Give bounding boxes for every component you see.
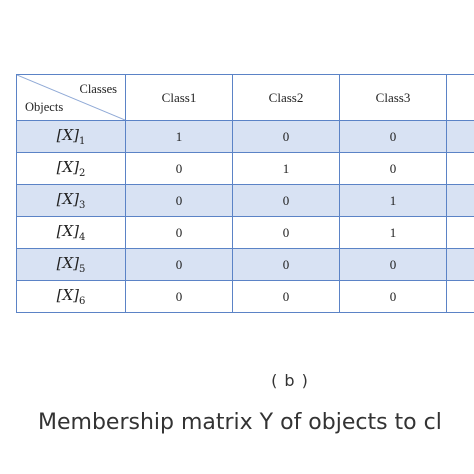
table-header-row: Classes Objects Class1 Class2 Class3 xyxy=(16,74,474,121)
table-cell: 1 xyxy=(339,216,447,249)
table-cell: 0 xyxy=(339,152,447,185)
table-cell xyxy=(446,216,474,249)
column-header-class1: Class1 xyxy=(125,74,233,121)
table-cell: 0 xyxy=(339,120,447,153)
table-cell: 0 xyxy=(232,248,340,281)
table-cell: 0 xyxy=(232,120,340,153)
membership-table: Classes Objects Class1 Class2 Class3 [X]… xyxy=(16,74,474,313)
table-cell: 0 xyxy=(125,216,233,249)
table-row: [X]3 0 0 1 xyxy=(16,184,474,217)
table-cell: 1 xyxy=(232,152,340,185)
figure-sublabel: ( b ) xyxy=(271,371,309,390)
table-cell: 0 xyxy=(339,280,447,313)
table-cell: 0 xyxy=(125,248,233,281)
membership-table-container: Classes Objects Class1 Class2 Class3 [X]… xyxy=(16,74,474,313)
figure-caption: Membership matrix Y of objects to cl xyxy=(38,410,442,435)
header-objects-label: Objects xyxy=(25,100,64,114)
table-cell xyxy=(446,120,474,153)
table-cell: 0 xyxy=(232,184,340,217)
row-label: [X]2 xyxy=(16,152,126,185)
table-cell: 0 xyxy=(232,280,340,313)
table-cell xyxy=(446,152,474,185)
diagonal-header-cell: Classes Objects xyxy=(16,74,126,121)
table-cell: 1 xyxy=(339,184,447,217)
table-cell: 0 xyxy=(339,248,447,281)
table-cell: 0 xyxy=(125,152,233,185)
column-header-partial xyxy=(446,74,474,121)
table-cell: 0 xyxy=(125,184,233,217)
row-label: [X]6 xyxy=(16,280,126,313)
table-cell xyxy=(446,248,474,281)
row-label: [X]4 xyxy=(16,216,126,249)
row-label: [X]5 xyxy=(16,248,126,281)
column-header-class2: Class2 xyxy=(232,74,340,121)
table-cell xyxy=(446,184,474,217)
table-cell: 1 xyxy=(125,120,233,153)
row-label: [X]3 xyxy=(16,184,126,217)
header-classes-label: Classes xyxy=(79,82,118,96)
table-row: [X]5 0 0 0 xyxy=(16,248,474,281)
table-cell: 0 xyxy=(125,280,233,313)
table-row: [X]6 0 0 0 xyxy=(16,280,474,313)
table-row: [X]4 0 0 1 xyxy=(16,216,474,249)
table-cell: 0 xyxy=(232,216,340,249)
table-row: [X]2 0 1 0 xyxy=(16,152,474,185)
column-header-class3: Class3 xyxy=(339,74,447,121)
row-label: [X]1 xyxy=(16,120,126,153)
table-cell xyxy=(446,280,474,313)
table-row: [X]1 1 0 0 xyxy=(16,120,474,153)
diagonal-line xyxy=(17,75,125,120)
